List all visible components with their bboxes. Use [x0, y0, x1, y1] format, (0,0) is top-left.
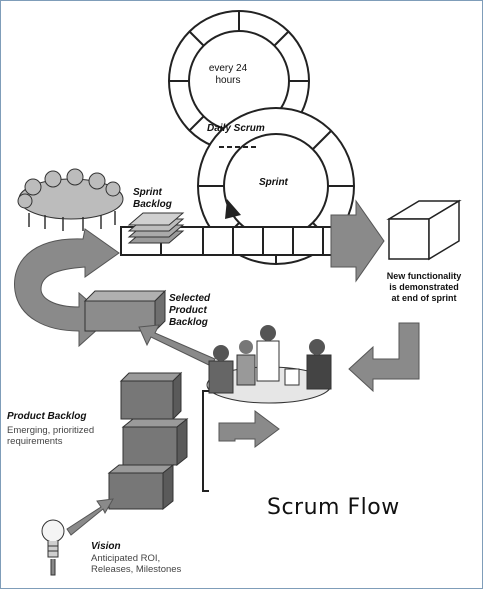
sprint-label: Sprint: [259, 177, 288, 188]
daily-scrum-label: Daily Scrum: [207, 123, 265, 134]
new-functionality-label: New functionality is demonstrated at end…: [386, 271, 462, 303]
team-huddle-icon: [17, 168, 124, 231]
daily-cycle-label: every 24 hours: [208, 63, 248, 86]
cube-icon: [386, 199, 462, 261]
arrow-to-meeting: [218, 410, 280, 448]
selected-backlog-label: Selected Product Backlog: [169, 293, 211, 328]
arrow-vision-to-backlog: [66, 498, 114, 536]
lightbulb-icon: [41, 519, 65, 576]
return-arrow-icon: [348, 322, 420, 393]
product-backlog-description: Emerging, prioritized requirements: [7, 425, 95, 447]
sprint-backlog-label: Sprint Backlog: [133, 187, 172, 210]
vision-description: Anticipated ROI, Releases, Milestones: [91, 553, 182, 575]
arrow-to-selected-backlog: [138, 324, 216, 367]
sprint-output-band: [200, 199, 385, 283]
diagram-title: Scrum Flow: [267, 495, 400, 520]
paper-stack-icon: [127, 212, 185, 244]
backlog-bracket: [202, 390, 209, 492]
sprint-cycle-icon: [197, 107, 355, 265]
selected-backlog-box-icon: [83, 289, 167, 333]
vision-label: Vision: [91, 541, 121, 552]
stacked-cubes-icon: [107, 371, 189, 511]
product-backlog-label: Product Backlog: [7, 411, 87, 422]
team-meeting-icon: [206, 325, 332, 404]
